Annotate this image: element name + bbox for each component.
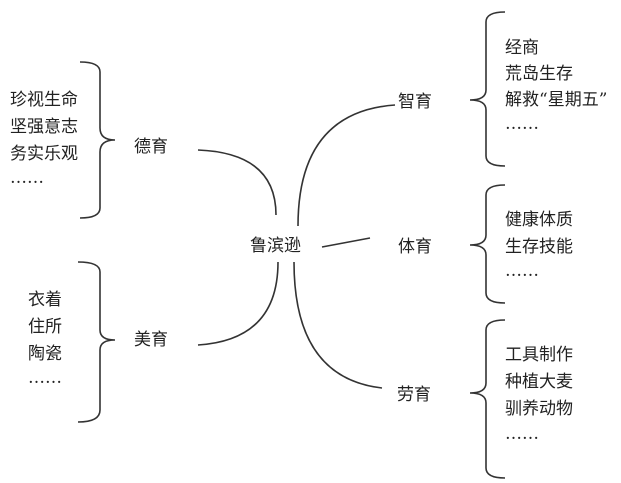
leaf-zhi-3: 解救“星期五”: [505, 90, 608, 110]
leaf-lao-1: 工具制作: [505, 345, 573, 365]
brace-de: [79, 61, 116, 219]
leaf-mei-4: ……: [28, 368, 62, 388]
leaf-de-4: ……: [10, 168, 44, 188]
leaf-zhi-2: 荒岛生存: [505, 64, 573, 84]
leaf-ti-3: ……: [505, 261, 539, 281]
brace-mei: [77, 261, 116, 423]
leaf-mei-1: 衣着: [28, 290, 62, 310]
node-zhi: 智育: [398, 92, 432, 112]
leaf-lao-3: 驯养动物: [505, 399, 573, 419]
brace-ti: [469, 184, 506, 304]
leaf-mei-3: 陶瓷: [28, 344, 62, 364]
line-ti: [321, 237, 371, 248]
curve-de: [197, 149, 277, 216]
leaf-ti-2: 生存技能: [505, 237, 573, 257]
leaf-zhi-1: 经商: [505, 38, 539, 58]
node-de: 德育: [134, 137, 168, 157]
leaf-ti-1: 健康体质: [505, 210, 573, 230]
curve-mei: [197, 261, 279, 346]
curve-lao: [293, 261, 383, 389]
brace-lao: [469, 319, 506, 479]
node-lao: 劳育: [397, 385, 431, 405]
curve-zhi: [297, 104, 396, 227]
node-ti: 体育: [398, 237, 432, 257]
leaf-lao-4: ……: [505, 424, 539, 444]
leaf-de-2: 坚强意志: [10, 117, 78, 137]
node-mei: 美育: [134, 330, 168, 350]
leaf-de-3: 务实乐观: [10, 144, 78, 164]
leaf-zhi-4: ……: [505, 114, 539, 134]
leaf-mei-2: 住所: [28, 317, 62, 337]
leaf-de-1: 珍视生命: [10, 90, 78, 110]
center-node: 鲁滨逊: [250, 236, 301, 256]
leaf-lao-2: 种植大麦: [505, 372, 573, 392]
brace-zhi: [469, 11, 506, 167]
